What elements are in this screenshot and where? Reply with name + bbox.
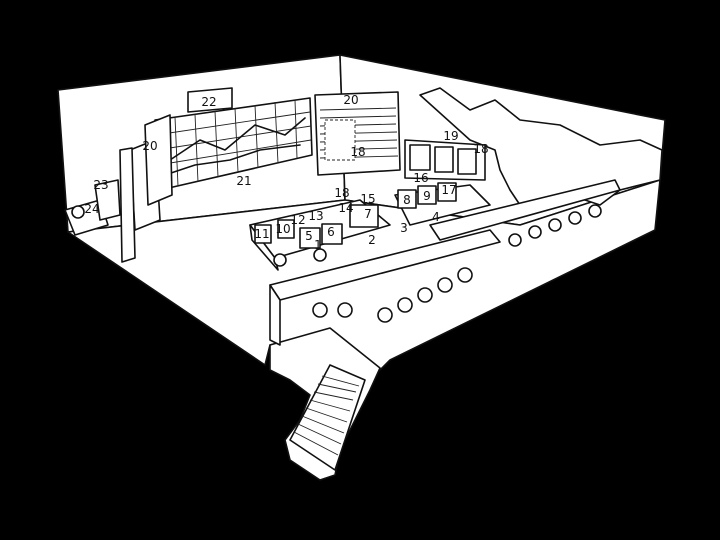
console-row-front: [249, 199, 391, 271]
label-13: 13: [308, 209, 323, 223]
label-3: 3: [400, 221, 408, 235]
label-6: 6: [327, 225, 335, 239]
label-22: 22: [201, 95, 216, 109]
label-17: 17: [441, 183, 456, 197]
situation-display-21: [154, 97, 313, 191]
label-19: 19: [443, 129, 458, 143]
observer-desk-front: [269, 229, 501, 346]
observer-desk-rear: [429, 179, 621, 241]
left-side-board: [119, 147, 136, 263]
label-20-b: 20: [142, 139, 157, 153]
label-11: 11: [254, 227, 269, 241]
console-row-right: [394, 182, 491, 226]
label-5: 5: [305, 229, 313, 243]
label-24: 24: [84, 202, 99, 216]
equipment-23-24: [64, 179, 121, 236]
label-9: 9: [423, 189, 431, 203]
label-18-b: 18: [350, 145, 365, 159]
status-board-20: [314, 91, 401, 176]
monitor-bank-19: [404, 139, 486, 181]
label-23: 23: [93, 178, 108, 192]
label-8: 8: [403, 193, 411, 207]
label-20-a: 20: [343, 93, 358, 107]
label-14: 14: [338, 201, 353, 215]
staircase: [289, 364, 366, 471]
label-18-a: 18: [334, 186, 349, 200]
label-16: 16: [413, 171, 428, 185]
label-4: 4: [432, 210, 440, 224]
label-1: 1: [314, 238, 322, 252]
side-panel: [144, 114, 173, 206]
label-7: 7: [364, 207, 372, 221]
label-12: 12: [290, 213, 305, 227]
rock-cutaway-wall: [419, 87, 663, 206]
callout-labels: 1 2 3 4 5 6 7 8 9 10 11 12 13 14 15 16 1…: [84, 93, 488, 252]
clock-display-22: [187, 87, 233, 113]
chairs: [273, 204, 602, 323]
label-10: 10: [275, 222, 290, 236]
label-18-c: 18: [473, 142, 488, 156]
label-2: 2: [368, 233, 376, 247]
label-15: 15: [360, 192, 375, 206]
label-21: 21: [236, 174, 251, 188]
